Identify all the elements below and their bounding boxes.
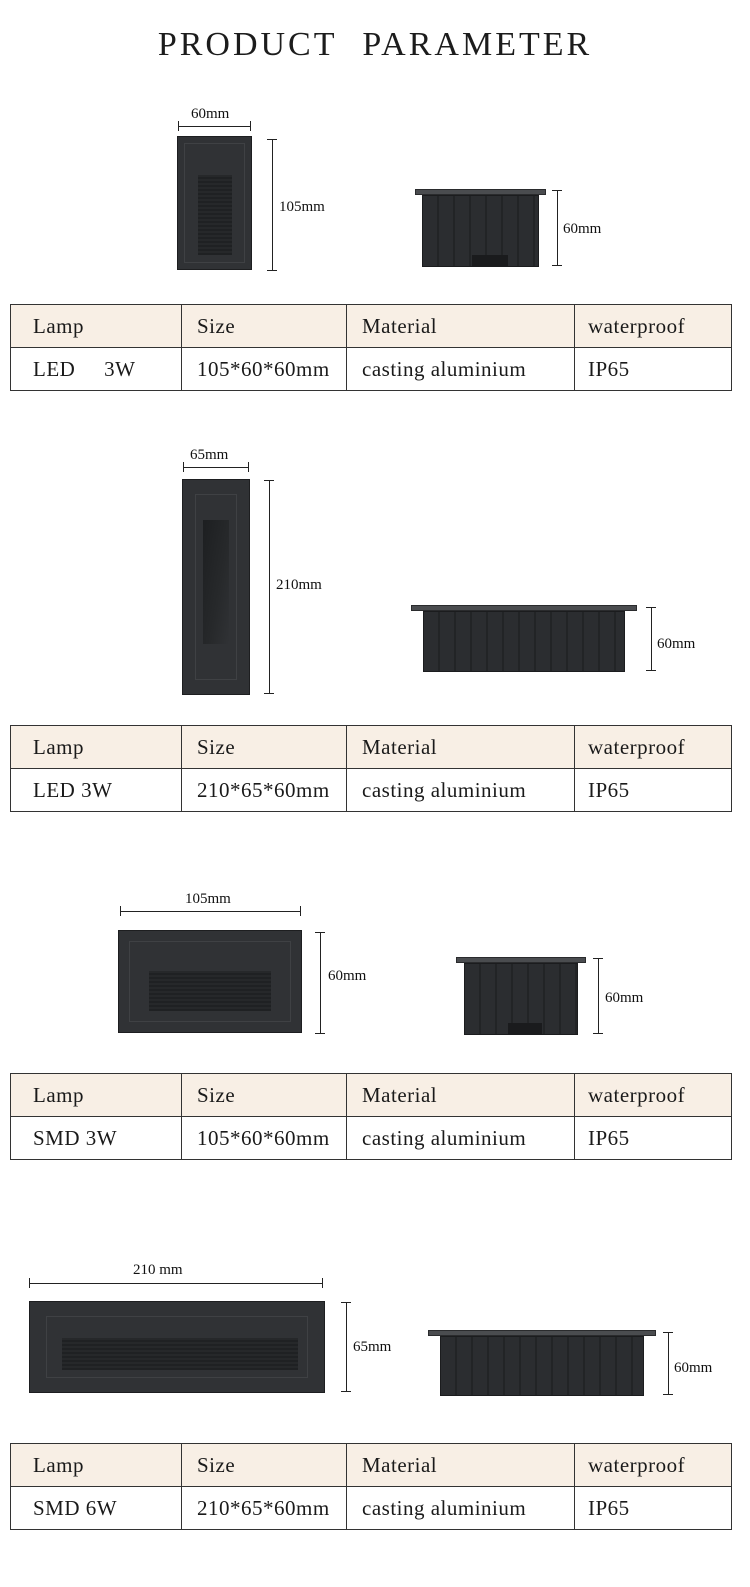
cell-material: casting aluminium [346,347,575,391]
header-lamp: Lamp [10,1073,182,1117]
header-waterproof: waterproof [574,1073,732,1117]
table-header-row: Lamp Size Material waterproof [10,1443,732,1487]
side-height-label: 60mm [563,221,602,237]
lamp-front-view-image [118,930,302,1033]
header-lamp: Lamp [10,725,182,769]
table-row: SMD 6W 210*65*60mm casting aluminium IP6… [10,1486,732,1530]
cell-lamp: LED 3W [10,347,182,391]
dimension-line [651,607,652,670]
lamp-side-view-image [428,1330,656,1396]
header-size: Size [181,1443,347,1487]
dimension-line [178,126,250,127]
cell-waterproof: IP65 [574,1486,732,1530]
header-waterproof: waterproof [574,725,732,769]
table-row: LED 3W 210*65*60mm casting aluminium IP6… [10,768,732,812]
table-header-row: Lamp Size Material waterproof [10,1073,732,1117]
table-row: LED 3W 105*60*60mm casting aluminium IP6… [10,347,732,391]
dimension-line [29,1283,322,1284]
cell-waterproof: IP65 [574,347,732,391]
front-width-label: 60mm [191,106,230,122]
cell-size: 210*65*60mm [181,768,347,812]
front-height-label: 210mm [276,577,322,593]
lamp-side-view-image [415,189,546,267]
front-height-label: 60mm [328,968,367,984]
table-header-row: Lamp Size Material waterproof [10,304,732,348]
lamp-front-view-image [182,479,250,695]
spec-table-1: Lamp Size Material waterproof LED 3W 105… [10,304,732,391]
side-height-label: 60mm [605,990,644,1006]
dimension-line [320,932,321,1033]
front-height-label: 65mm [353,1339,392,1355]
header-material: Material [346,1443,575,1487]
front-height-label: 105mm [279,199,325,215]
header-size: Size [181,725,347,769]
spec-table-4: Lamp Size Material waterproof SMD 6W 210… [10,1443,732,1530]
header-material: Material [346,304,575,348]
front-width-label: 65mm [190,447,229,463]
cell-waterproof: IP65 [574,768,732,812]
header-lamp: Lamp [10,304,182,348]
spec-table-3: Lamp Size Material waterproof SMD 3W 105… [10,1073,732,1160]
cell-size: 105*60*60mm [181,1116,347,1160]
cell-lamp: SMD 3W [10,1116,182,1160]
page-title: PRODUCT PARAMETER [157,26,593,63]
spec-table-2: Lamp Size Material waterproof LED 3W 210… [10,725,732,812]
cell-material: casting aluminium [346,1486,575,1530]
header-lamp: Lamp [10,1443,182,1487]
cell-size: 105*60*60mm [181,347,347,391]
cell-waterproof: IP65 [574,1116,732,1160]
cell-material: casting aluminium [346,1116,575,1160]
dimension-line [269,480,270,693]
side-height-label: 60mm [674,1360,713,1376]
dimension-line [668,1332,669,1394]
lamp-side-view-image [456,957,586,1035]
front-width-label: 105mm [185,891,231,907]
dimension-line [120,911,300,912]
cell-size: 210*65*60mm [181,1486,347,1530]
lamp-front-view-image [177,136,252,270]
header-material: Material [346,725,575,769]
side-height-label: 60mm [657,636,696,652]
header-material: Material [346,1073,575,1117]
lamp-side-view-image [411,605,637,672]
table-row: SMD 3W 105*60*60mm casting aluminium IP6… [10,1116,732,1160]
dimension-line [183,467,248,468]
lamp-front-view-image [29,1301,325,1393]
cell-material: casting aluminium [346,768,575,812]
dimension-line [346,1302,347,1391]
front-width-label: 210 mm [133,1262,183,1278]
cell-lamp: SMD 6W [10,1486,182,1530]
header-size: Size [181,304,347,348]
dimension-line [598,958,599,1033]
table-header-row: Lamp Size Material waterproof [10,725,732,769]
dimension-line [272,139,273,270]
cell-lamp: LED 3W [10,768,182,812]
header-waterproof: waterproof [574,304,732,348]
header-size: Size [181,1073,347,1117]
header-waterproof: waterproof [574,1443,732,1487]
dimension-line [557,190,558,265]
